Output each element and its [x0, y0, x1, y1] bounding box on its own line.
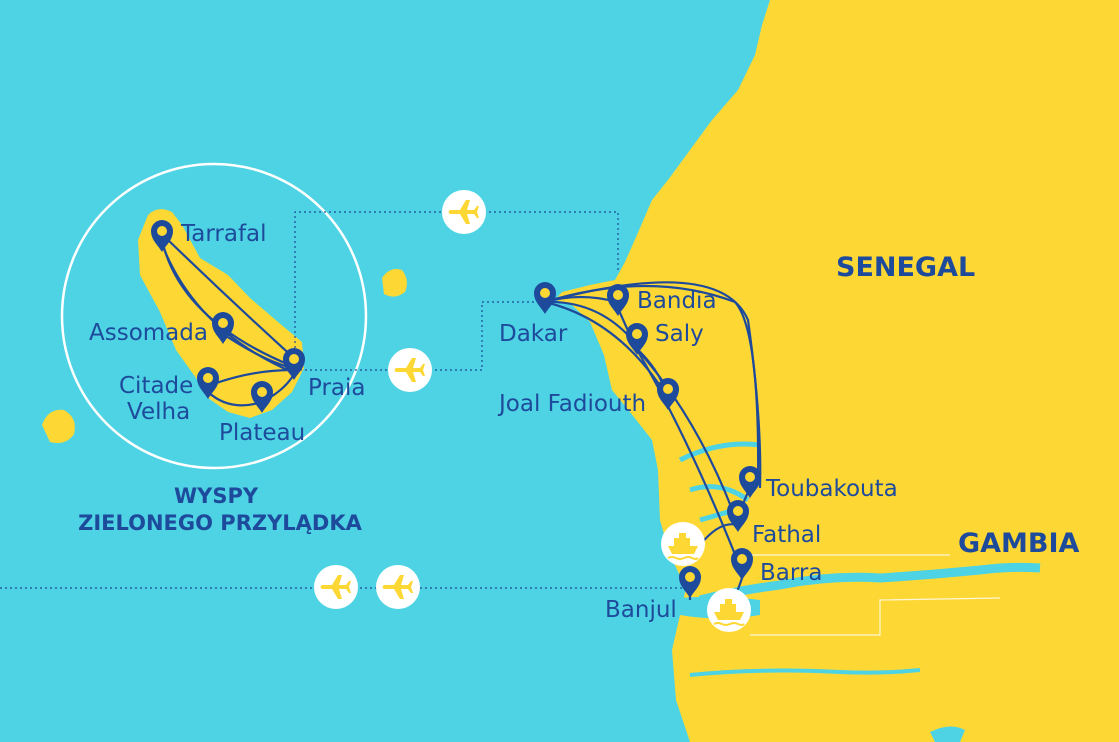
flight-badge-2 — [388, 348, 432, 392]
city-label-saly: Saly — [655, 321, 704, 347]
ferry-badge-1 — [661, 522, 705, 566]
casamance-river — [689, 668, 921, 677]
country-label-gambia: GAMBIA — [958, 528, 1080, 559]
gambia-river — [698, 562, 1041, 605]
city-label-dakar: Dakar — [499, 321, 568, 347]
country-label-senegal: SENEGAL — [836, 252, 975, 283]
region-label-line1: WYSPY — [174, 484, 259, 508]
gambia-border — [740, 554, 1001, 636]
lake — [930, 726, 965, 742]
flight-badge-1 — [442, 190, 486, 234]
city-label-toubakouta: Toubakouta — [765, 476, 898, 502]
flight-badge-3 — [314, 565, 358, 609]
island-maio — [382, 269, 407, 297]
city-label-citade: Citade — [119, 373, 193, 399]
city-label-velha: Velha — [127, 399, 190, 425]
city-label-tarrafal: Tarrafal — [180, 221, 267, 247]
ferry-badge-2 — [707, 588, 751, 632]
city-label-bandia: Bandia — [637, 288, 717, 314]
flight-badge-4 — [376, 565, 420, 609]
city-label-praia: Praia — [308, 375, 366, 401]
city-label-assomada: Assomada — [89, 320, 208, 346]
island-fogo — [42, 409, 75, 443]
cape-verde-circle — [60, 162, 368, 470]
city-label-fathal: Fathal — [752, 522, 821, 548]
city-label-banjul: Banjul — [605, 597, 677, 623]
city-label-plateau: Plateau — [219, 420, 305, 446]
city-label-barra: Barra — [760, 560, 822, 586]
region-label-line2: ZIELONEGO PRZYLĄDKA — [78, 511, 363, 535]
city-label-joal-fadiouth: Joal Fadiouth — [497, 391, 646, 417]
